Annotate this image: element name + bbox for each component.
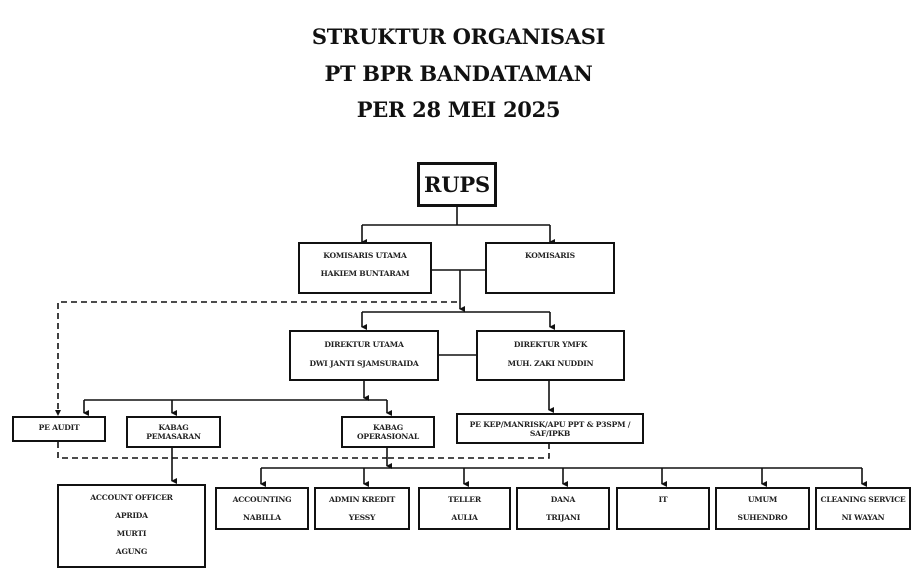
node-rups-label: RUPS (424, 172, 490, 197)
node-title: ACCOUNTING (232, 495, 292, 504)
node-title: DANA (550, 495, 576, 504)
node-title: DIREKTUR UTAMA (324, 340, 404, 349)
node-title: ACCOUNT OFFICER (90, 493, 173, 502)
node-pe-kep-manrisk: PE KEP/MANRISK/APU PPT & P3SPM / SAF/IPK… (456, 413, 644, 444)
node-person: MURTI (116, 529, 147, 538)
node-person: NI WAYAN (841, 513, 885, 522)
node-rups: RUPS (417, 162, 497, 207)
chart-title-line-1: STRUKTUR ORGANISASI (311, 24, 606, 49)
node-it: IT (616, 487, 710, 530)
node-accounting: ACCOUNTING NABILLA (215, 487, 309, 530)
chart-title-line-3: PER 28 MEI 2025 (356, 97, 561, 122)
node-kabag-pemasaran: KABAG PEMASARAN (126, 416, 221, 448)
node-person: SUHENDRO (737, 513, 788, 522)
node-title: KABAG (373, 423, 403, 432)
node-title: IT (658, 495, 668, 504)
dashed-connector-pe-kep (387, 443, 550, 459)
node-person: APRIDA (115, 511, 148, 520)
arrowhead-pe-audit-dashed (55, 410, 61, 416)
node-kabag-operasional: KABAG OPERASIONAL (341, 416, 435, 448)
node-title-2: SAF/IPKB (529, 429, 571, 438)
node-komisaris-utama: KOMISARIS UTAMA HAKIEM BUNTARAM (298, 242, 432, 294)
node-pe-audit: PE AUDIT (12, 416, 106, 442)
node-title: KABAG (158, 423, 189, 432)
node-title: DIREKTUR YMFK (513, 340, 588, 349)
node-account-officer: ACCOUNT OFFICER APRIDA MURTI AGUNG (57, 484, 206, 568)
node-title: UMUM (747, 495, 778, 504)
node-person: AULIA (451, 513, 478, 522)
node-admin-kredit: ADMIN KREDIT YESSY (314, 487, 410, 530)
node-title: KOMISARIS (525, 251, 575, 260)
node-person: AGUNG (115, 547, 148, 556)
node-teller: TELLER AULIA (418, 487, 511, 530)
node-title: PE AUDIT (38, 423, 80, 432)
node-komisaris: KOMISARIS (485, 242, 615, 294)
node-title: ADMIN KREDIT (328, 495, 396, 504)
node-title-2: OPERASIONAL (357, 432, 419, 441)
dashed-connector-pe-audit (57, 442, 387, 459)
node-person: DWI JANTI SJAMSURAIDA (309, 359, 419, 368)
node-person: NABILLA (243, 513, 281, 522)
node-direktur-utama: DIREKTUR UTAMA DWI JANTI SJAMSURAIDA (289, 330, 439, 381)
node-title: KOMISARIS UTAMA (323, 251, 407, 260)
node-title: TELLER (447, 495, 482, 504)
node-dana: DANA TRIJANI (516, 487, 610, 530)
node-title: CLEANING SERVICE (820, 495, 906, 504)
node-person: HAKIEM BUNTARAM (320, 269, 410, 278)
node-person: TRIJANI (545, 513, 581, 522)
chart-title-line-2: PT BPR BANDATAMAN (324, 61, 593, 86)
dashed-connector-komisaris-to-pe-audit (57, 301, 457, 413)
node-cleaning-service: CLEANING SERVICE NI WAYAN (815, 487, 911, 530)
node-title: PE KEP/MANRISK/APU PPT & P3SPM / (469, 420, 631, 429)
node-direktur-ymfk: DIREKTUR YMFK MUH. ZAKI NUDDIN (476, 330, 625, 381)
node-title-2: PEMASARAN (146, 432, 201, 441)
node-person: MUH. ZAKI NUDDIN (507, 359, 594, 368)
node-umum: UMUM SUHENDRO (715, 487, 810, 530)
node-person: YESSY (348, 513, 376, 522)
